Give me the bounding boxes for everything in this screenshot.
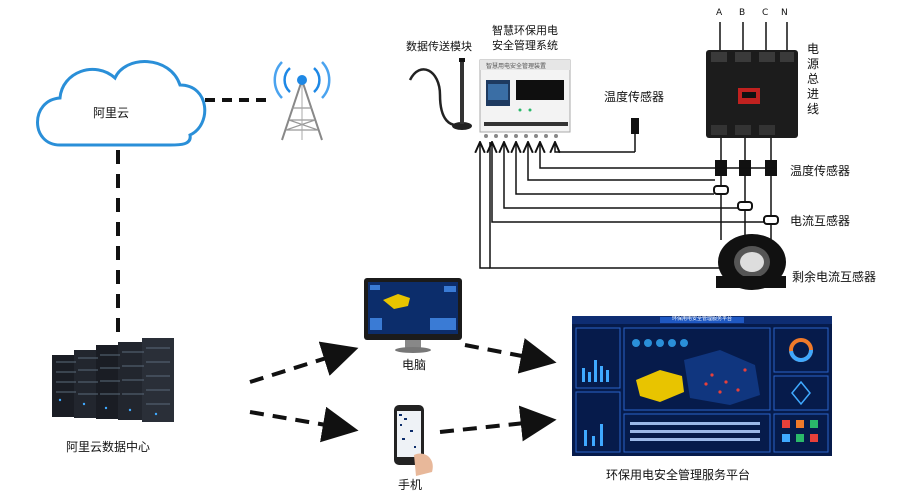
phase-b-label: B xyxy=(739,8,746,18)
safety-device-icon xyxy=(479,59,571,138)
pc-monitor-icon xyxy=(364,278,462,353)
phase-n-label: N xyxy=(781,8,788,18)
residual-current-transformer-icon xyxy=(716,234,786,290)
circuit-breaker-icon xyxy=(706,22,798,160)
pc-label: 电脑 xyxy=(402,358,427,372)
main-line-label: 电源总进线 xyxy=(806,42,819,116)
pc-to-platform-arrow xyxy=(464,338,557,374)
cloud-label: 阿里云 xyxy=(93,106,130,120)
phone-to-platform-arrow xyxy=(439,405,557,442)
phase-a-label: A xyxy=(716,8,723,18)
cloud-icon xyxy=(36,60,207,147)
datacenter-to-phone-arrow xyxy=(249,406,359,443)
phase-temperature-sensors xyxy=(715,160,777,240)
temperature-probe-icon xyxy=(555,118,639,152)
phase-c-label: C xyxy=(762,8,769,18)
antenna-icon xyxy=(408,58,472,130)
residual-ct-label: 剩余电流互感器 xyxy=(792,270,877,284)
dashboard-title: 环保用电安全管理服务平台 xyxy=(672,316,733,322)
antenna-module-label: 数据传送模块 xyxy=(406,40,472,53)
datacenter-to-pc-arrow xyxy=(249,341,359,384)
server-rack-icon xyxy=(52,338,174,422)
sensor-wiring xyxy=(480,142,777,269)
temp-sensor-top-label: 温度传感器 xyxy=(604,90,665,104)
temp-sensor-right-label: 温度传感器 xyxy=(790,164,851,178)
phone-icon xyxy=(394,405,433,476)
current-transformer-icons xyxy=(713,185,779,225)
datacenter-label: 阿里云数据中心 xyxy=(66,440,151,454)
platform-label: 环保用电安全管理服务平台 xyxy=(606,468,751,482)
device-header: 智慧用电安全管理装置 xyxy=(486,63,547,70)
current-transformer-label: 电流互感器 xyxy=(790,214,851,228)
signal-tower-icon xyxy=(273,61,331,141)
platform-dashboard-icon xyxy=(572,316,832,456)
system-title-line2: 安全管理系统 xyxy=(492,39,558,52)
system-title-line1: 智慧环保用电 xyxy=(492,24,558,37)
phone-label: 手机 xyxy=(398,478,423,492)
